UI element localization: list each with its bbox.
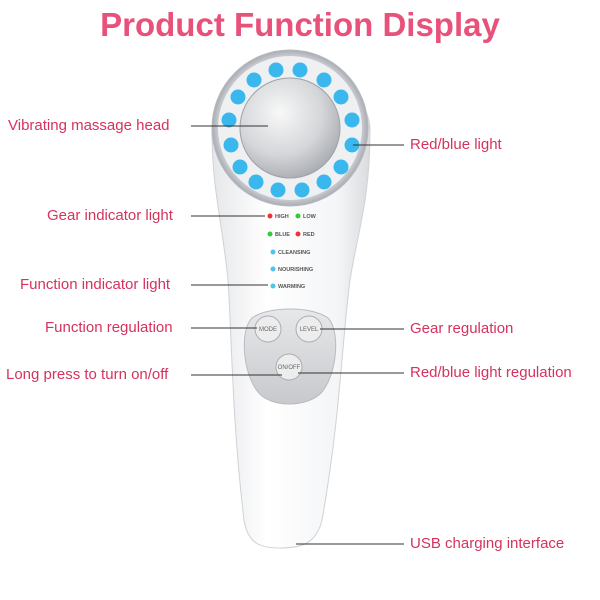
onoff-button[interactable] (275, 353, 303, 381)
indicator-cleansing: CLEANSING (278, 250, 310, 256)
indicator-warming: WARMING (278, 284, 305, 290)
indicator-nourishing: NOURISHING (278, 267, 313, 273)
led-ring (221, 62, 360, 198)
gear-indicator-lights: HIGH LOW BLUE RED (267, 213, 317, 238)
label-light-regulation: Red/blue light regulation (410, 364, 572, 381)
label-usb: USB charging interface (410, 535, 565, 552)
label-function-indicator: Function indicator light (20, 276, 171, 293)
level-button-label: LEVEL (300, 327, 319, 333)
mode-button[interactable] (254, 315, 282, 343)
label-massage-head: Vibrating massage head (8, 117, 170, 134)
indicator-blue: BLUE (275, 232, 290, 238)
function-indicator-lights: CLEANSING NOURISHING WARMING (270, 249, 313, 290)
label-long-press: Long press to turn on/off (6, 366, 169, 383)
indicator-low: LOW (303, 214, 317, 220)
label-function-regulation: Function regulation (45, 319, 173, 336)
onoff-button-label: ON/OFF (278, 365, 301, 371)
label-gear-regulation: Gear regulation (410, 320, 514, 337)
mode-button-label: MODE (259, 327, 277, 333)
indicator-high: HIGH (275, 214, 289, 220)
indicator-red: RED (303, 232, 315, 238)
vibrating-massage-head (239, 77, 341, 179)
label-red-blue-light: Red/blue light (410, 136, 502, 153)
label-gear-indicator: Gear indicator light (47, 207, 173, 224)
page-title: Product Function Display (100, 6, 500, 43)
